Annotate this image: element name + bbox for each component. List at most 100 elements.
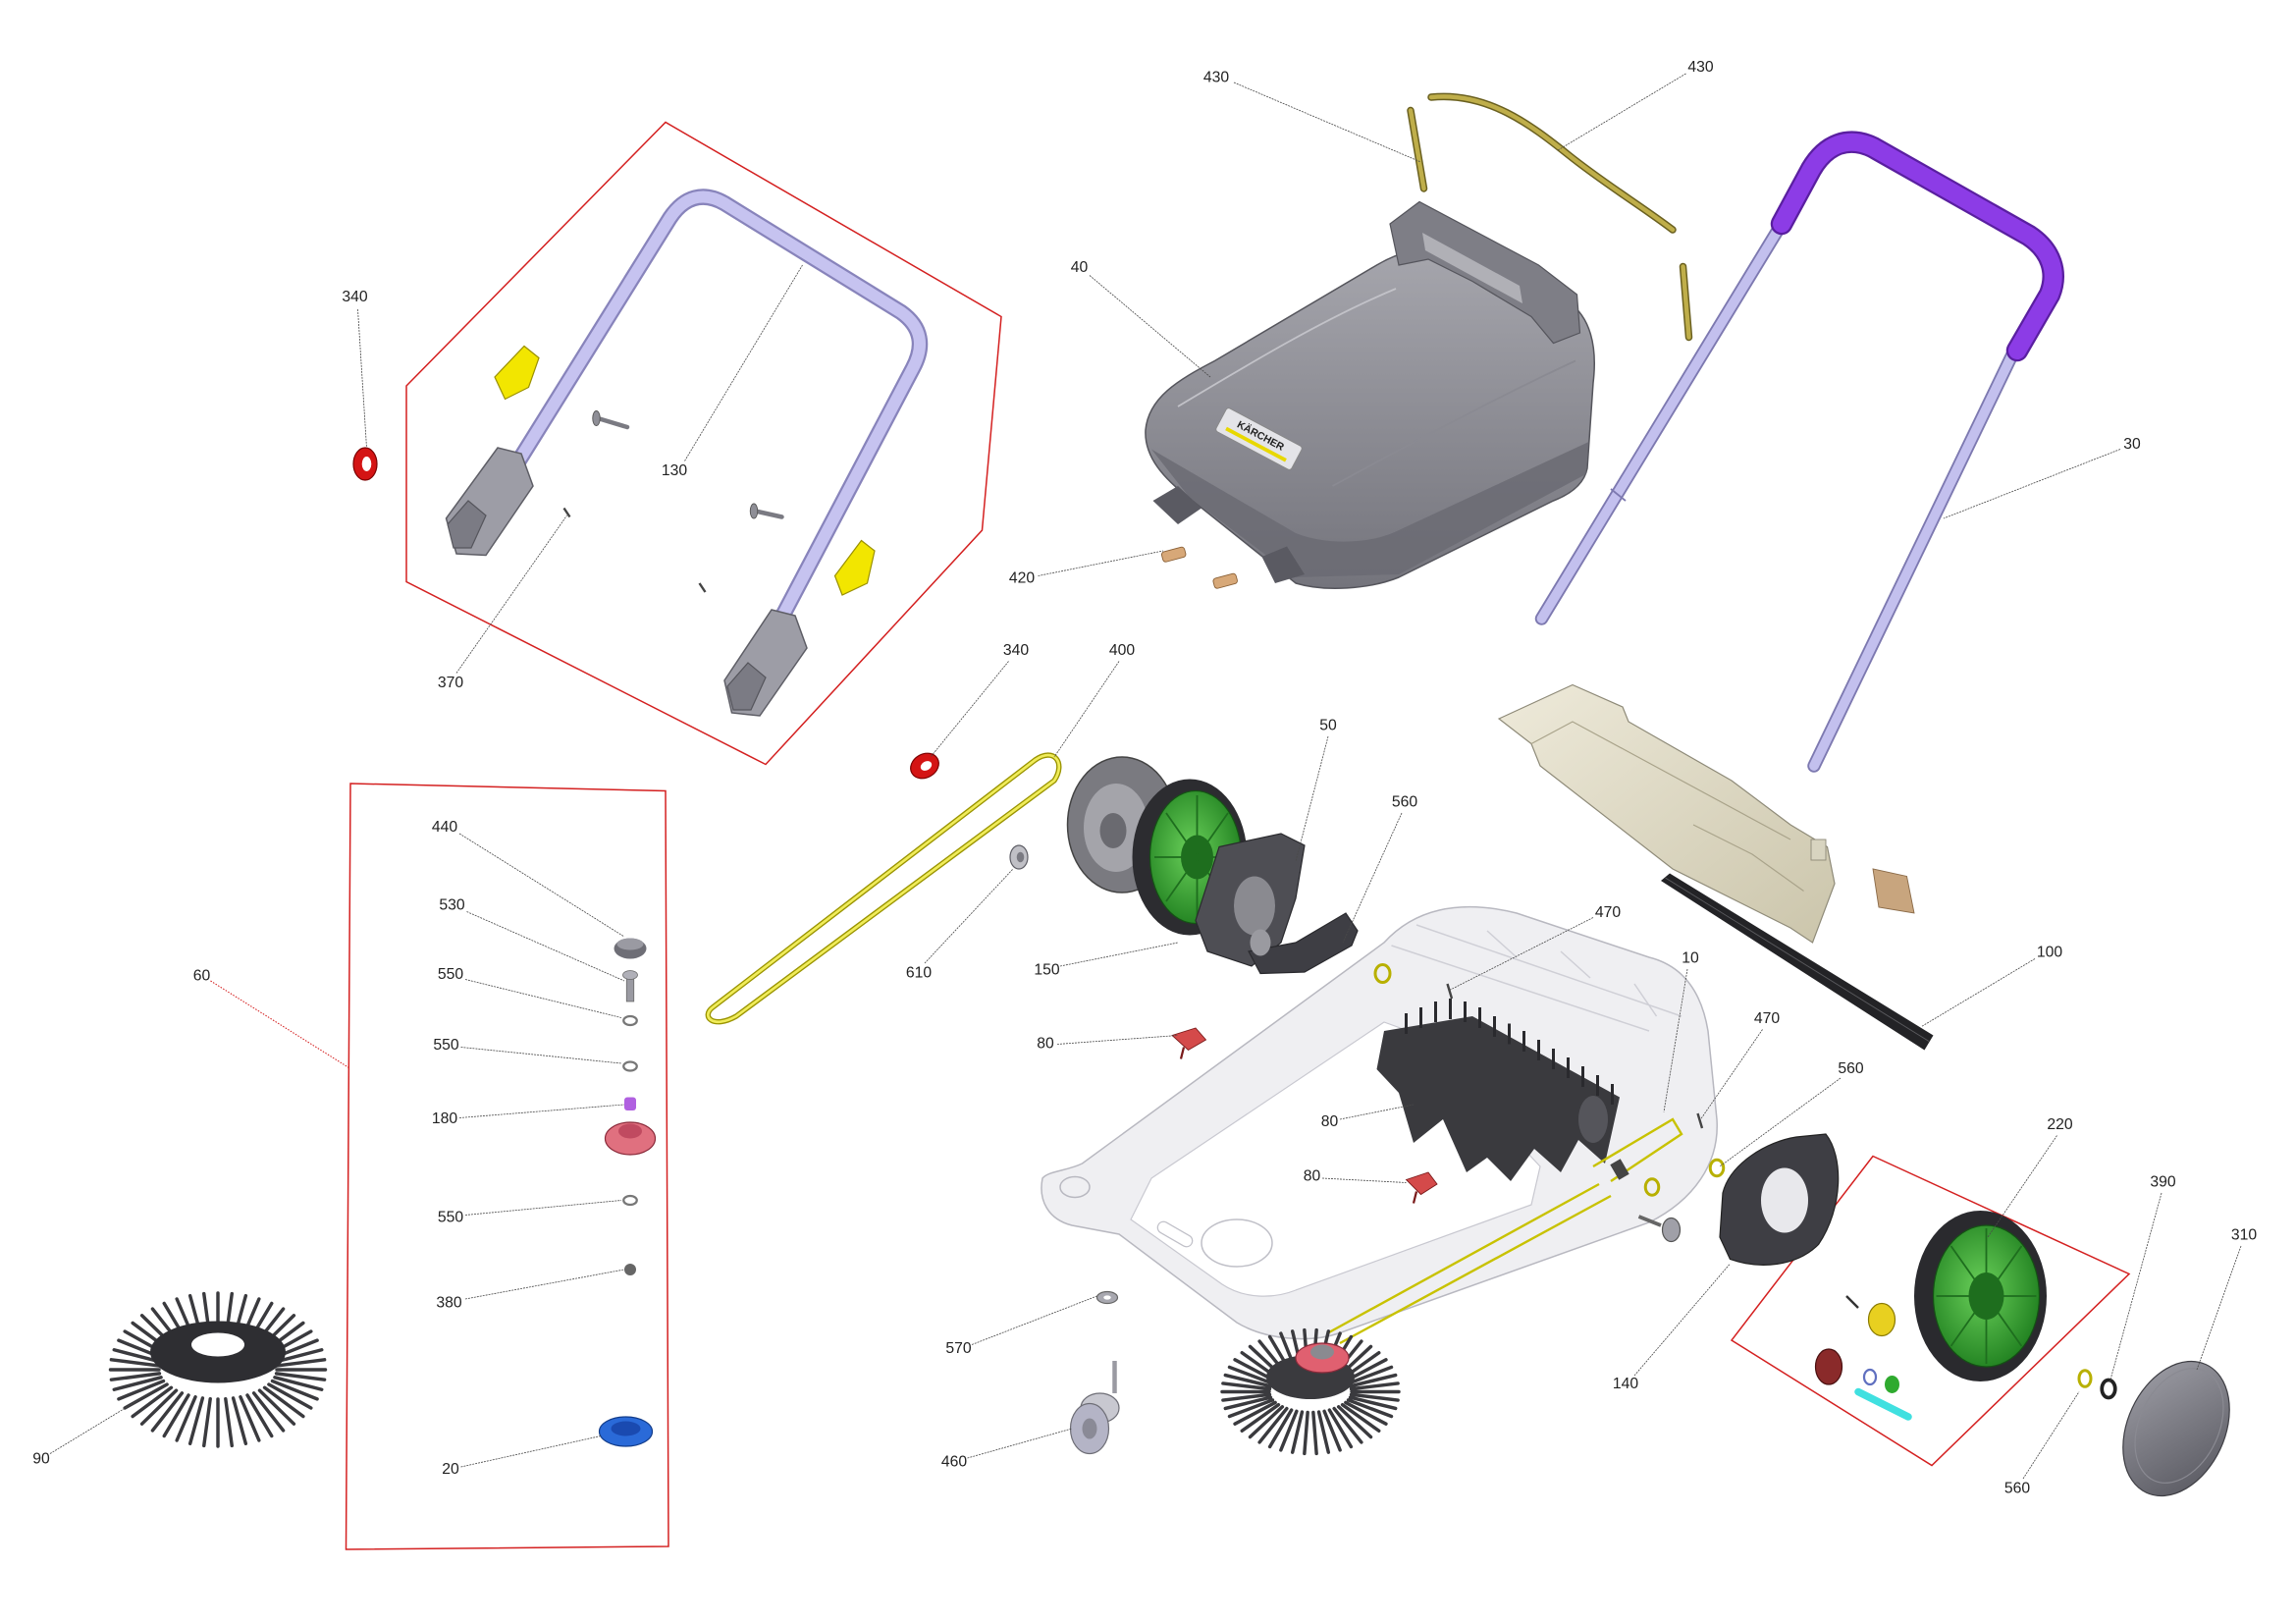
center-side-brush-cap — [1310, 1344, 1335, 1360]
main-frame — [1041, 905, 1718, 1340]
push-handle — [1534, 131, 2064, 773]
leader-line — [1295, 735, 1329, 862]
brush-drive-arm — [1248, 912, 1359, 975]
wheel-hub-cover — [1719, 1133, 1840, 1266]
washer-3 — [622, 1194, 638, 1207]
leader-line — [464, 1269, 625, 1300]
leader-line — [684, 264, 803, 461]
seal-strip-long — [1427, 92, 1677, 234]
left-drive-wheel-assembly — [1066, 756, 1359, 975]
callout-label: 390 — [2150, 1174, 2176, 1191]
handle-assembly-outline — [405, 121, 1002, 766]
leader-line — [1921, 958, 2036, 1027]
callout-label: 10 — [1682, 950, 1699, 967]
hinge-pin-left — [1160, 546, 1187, 563]
wheel-kit-pin — [1845, 1295, 1859, 1309]
wheel-cap — [2122, 1360, 2230, 1497]
axle-gear-body — [1661, 1217, 1682, 1243]
hopper-lid-handle-opening — [1422, 232, 1523, 303]
leader-line — [1053, 661, 1120, 758]
sealing-brush-strip — [1661, 873, 1934, 1051]
seal-strip-left-fill — [1408, 108, 1426, 191]
callout-label: 420 — [1009, 570, 1036, 587]
wheel-kit-green-bush — [1885, 1375, 1900, 1393]
push-handle-left-tube — [1536, 219, 1787, 623]
leader-line — [455, 514, 567, 674]
hinge-pins — [1160, 546, 1238, 589]
callout-label: 570 — [945, 1340, 972, 1357]
leader-line — [460, 1047, 622, 1064]
wheel-kit-blue-ring — [1862, 1368, 1878, 1386]
small-drive-gear — [1009, 844, 1029, 870]
wheel-cap-rim — [2134, 1368, 2224, 1484]
roller-brush — [1376, 998, 1621, 1181]
caster-wheel — [1069, 1360, 1120, 1455]
frame-cable — [1327, 1117, 1683, 1345]
axle-bolt — [1637, 1215, 1662, 1227]
callout-label: 90 — [32, 1451, 50, 1468]
wheel-hub-cover-opening — [1761, 1167, 1809, 1233]
callout-label: 460 — [941, 1454, 968, 1471]
callout-label: 550 — [438, 1210, 464, 1226]
callout-label: 80 — [1304, 1168, 1321, 1185]
callout-label: 340 — [342, 289, 368, 305]
leader-line — [458, 833, 625, 938]
red-brush-holder-body — [1405, 1171, 1438, 1196]
side-brush-kit-outline — [345, 783, 669, 1550]
seal-strip-long-fill — [1428, 94, 1676, 233]
leader-line — [930, 661, 1009, 758]
hopper-lid-foot-left — [1152, 485, 1202, 524]
leader-line — [2022, 1391, 2080, 1480]
callout-label: 560 — [1838, 1060, 1864, 1077]
drive-belt-outer — [705, 752, 1062, 1025]
handle-bolt-left-head — [592, 410, 601, 426]
red-adjuster-ring-top — [352, 447, 378, 481]
dirt-tray-rib-2 — [1692, 824, 1804, 892]
hopper-lid-crease — [1177, 288, 1397, 407]
wheel-kit-outline — [1730, 1155, 2131, 1467]
leader-line — [1663, 968, 1688, 1112]
callout-label: 340 — [1003, 642, 1030, 659]
lower-handle-tube — [462, 190, 926, 654]
red-brush-holder-pin — [1412, 1191, 1418, 1204]
red-brush-holder-left — [1171, 1027, 1207, 1059]
callout-label: 150 — [1034, 962, 1060, 979]
handle-screw-left — [562, 507, 571, 518]
caster-washer-hole — [1103, 1295, 1111, 1300]
leader-line — [466, 911, 625, 982]
brand-badge-stripe — [1225, 426, 1287, 462]
side-brush — [108, 1291, 328, 1448]
leader-line — [1089, 275, 1211, 378]
hinge-pin-right — [1212, 572, 1238, 589]
rubber-pad — [1872, 868, 1915, 914]
callout-label: 530 — [439, 897, 465, 914]
small-drive-gear-hub — [1016, 851, 1025, 863]
brand-badge-plate — [1215, 407, 1303, 470]
red-ring-hole — [920, 761, 933, 771]
ball-bearing — [624, 1263, 637, 1275]
leader-line — [458, 1104, 625, 1118]
red-brush-holder-right — [1405, 1171, 1438, 1204]
leader-line — [1342, 812, 1403, 944]
main-frame-wheel-housing — [1201, 1218, 1273, 1268]
leader-line — [967, 1428, 1073, 1459]
leader-line — [1450, 917, 1594, 991]
leader-line — [1943, 449, 2121, 519]
frame-cable-short — [1592, 1117, 1683, 1182]
callout-label: 550 — [438, 966, 464, 983]
callout-label: 140 — [1613, 1376, 1639, 1392]
center-side-brush — [1220, 1327, 1401, 1456]
hopper-lid-lower-band — [1151, 441, 1589, 577]
caster-washer — [1095, 1290, 1119, 1305]
drive-belt-inner — [706, 753, 1060, 1023]
leader-line — [1339, 1104, 1415, 1120]
spacer-ring-wheel — [2077, 1369, 2093, 1388]
callout-label: 560 — [1392, 794, 1418, 811]
roller-brush-fins — [1376, 1015, 1621, 1181]
side-brush-kit-parts — [598, 938, 657, 1447]
callout-labels: 430 430 40 340 130 370 420 30 340 400 50… — [32, 59, 2257, 1496]
frame-cable-long — [1327, 1182, 1612, 1345]
leader-line — [1719, 1077, 1842, 1167]
callout-label: 560 — [2004, 1481, 2031, 1497]
blue-brush-cap-center — [611, 1421, 641, 1436]
